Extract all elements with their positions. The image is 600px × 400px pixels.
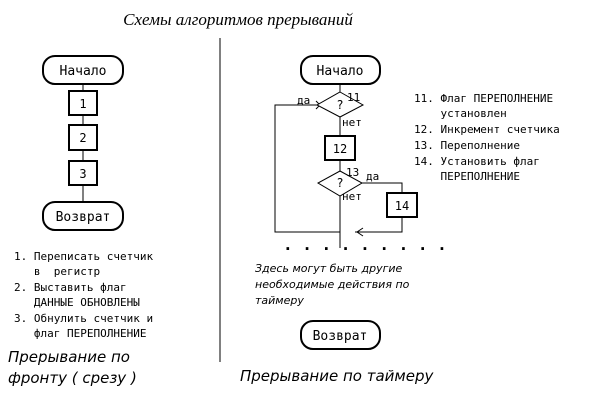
- right-note-line-6: ПЕРЕПОЛНЕНИЕ: [414, 170, 520, 183]
- condition-13: ? 13 да нет: [316, 166, 379, 203]
- right-flowchart: Начало ? 11 да нет 12 ? 13 да нет 14: [255, 55, 447, 350]
- left-note-line-3: 2. Выставить флаг: [14, 281, 127, 294]
- left-note-line-1: 1. Переписать счетчик: [14, 250, 153, 263]
- page-title: Схемы алгоритмов прерываний: [123, 10, 353, 29]
- right-note-line-3: 12. Инкремент счетчика: [414, 123, 560, 136]
- right-caption: Прерывание по таймеру: [240, 367, 434, 385]
- left-start-terminator: Начало: [42, 55, 124, 85]
- other-actions-line-3: таймеру: [255, 294, 304, 307]
- left-note-line-5: 3. Обнулить счетчик и: [14, 312, 153, 325]
- left-caption-line-2: фронту ( срезу ): [8, 369, 137, 387]
- step-12: 12: [324, 135, 356, 161]
- right-end-terminator: Возврат: [300, 320, 381, 350]
- continuation-dots: . . . . . . . . .: [283, 235, 447, 254]
- cond13-yes-path: [361, 182, 403, 193]
- left-step-3-label: 3: [79, 167, 86, 181]
- condition-13-yes-label: да: [366, 170, 379, 183]
- step-14: 14: [386, 192, 418, 218]
- left-start-label: Начало: [60, 64, 107, 79]
- left-notes: 1. Переписать счетчик в регистр 2. Выста…: [14, 250, 153, 340]
- condition-11-question: ?: [336, 98, 343, 112]
- right-start-terminator: Начало: [300, 55, 381, 85]
- step14-return-path: [355, 217, 403, 233]
- condition-13-number: 13: [346, 166, 359, 179]
- step-12-label: 12: [333, 142, 347, 156]
- left-step-2-label: 2: [79, 131, 86, 145]
- condition-11-yes-label: да: [297, 94, 310, 107]
- condition-11-no-label: нет: [342, 116, 362, 129]
- left-note-line-6: флаг ПЕРЕПОЛНЕНИЕ: [14, 327, 146, 340]
- left-note-line-2: в регистр: [14, 265, 100, 278]
- step-14-label: 14: [395, 199, 409, 213]
- other-actions-line-1: Здесь могут быть другие: [255, 262, 403, 275]
- left-flowchart: Начало 1 2 3 Возврат: [42, 55, 124, 231]
- step14-return-arrow: [356, 227, 364, 237]
- right-end-label: Возврат: [313, 329, 368, 344]
- cond11-yes-path: [274, 104, 340, 233]
- left-step-3: 3: [68, 160, 98, 186]
- right-note-line-4: 13. Переполнение: [414, 139, 520, 152]
- left-end-label: Возврат: [56, 210, 111, 225]
- left-step-1-label: 1: [79, 97, 86, 111]
- other-actions-line-2: необходимые действия по: [255, 278, 410, 291]
- condition-13-question: ?: [336, 176, 343, 190]
- left-step-1: 1: [68, 90, 98, 116]
- right-note-line-1: 11. Флаг ПЕРЕПОЛНЕНИЕ: [414, 92, 553, 105]
- condition-11: ? 11 да нет: [297, 91, 365, 129]
- left-step-2: 2: [68, 124, 98, 151]
- left-end-terminator: Возврат: [42, 201, 124, 231]
- left-note-line-4: ДАННЫЕ ОБНОВЛЕНЫ: [14, 296, 140, 309]
- right-note-line-2: установлен: [414, 107, 507, 120]
- right-notes: 11. Флаг ПЕРЕПОЛНЕНИЕ установлен 12. Инк…: [414, 92, 560, 183]
- left-caption-line-1: Прерывание по: [8, 348, 130, 366]
- condition-13-no-label: нет: [342, 190, 362, 203]
- right-start-label: Начало: [317, 64, 364, 79]
- condition-11-number: 11: [347, 91, 360, 104]
- right-note-line-5: 14. Установить флаг: [414, 155, 540, 168]
